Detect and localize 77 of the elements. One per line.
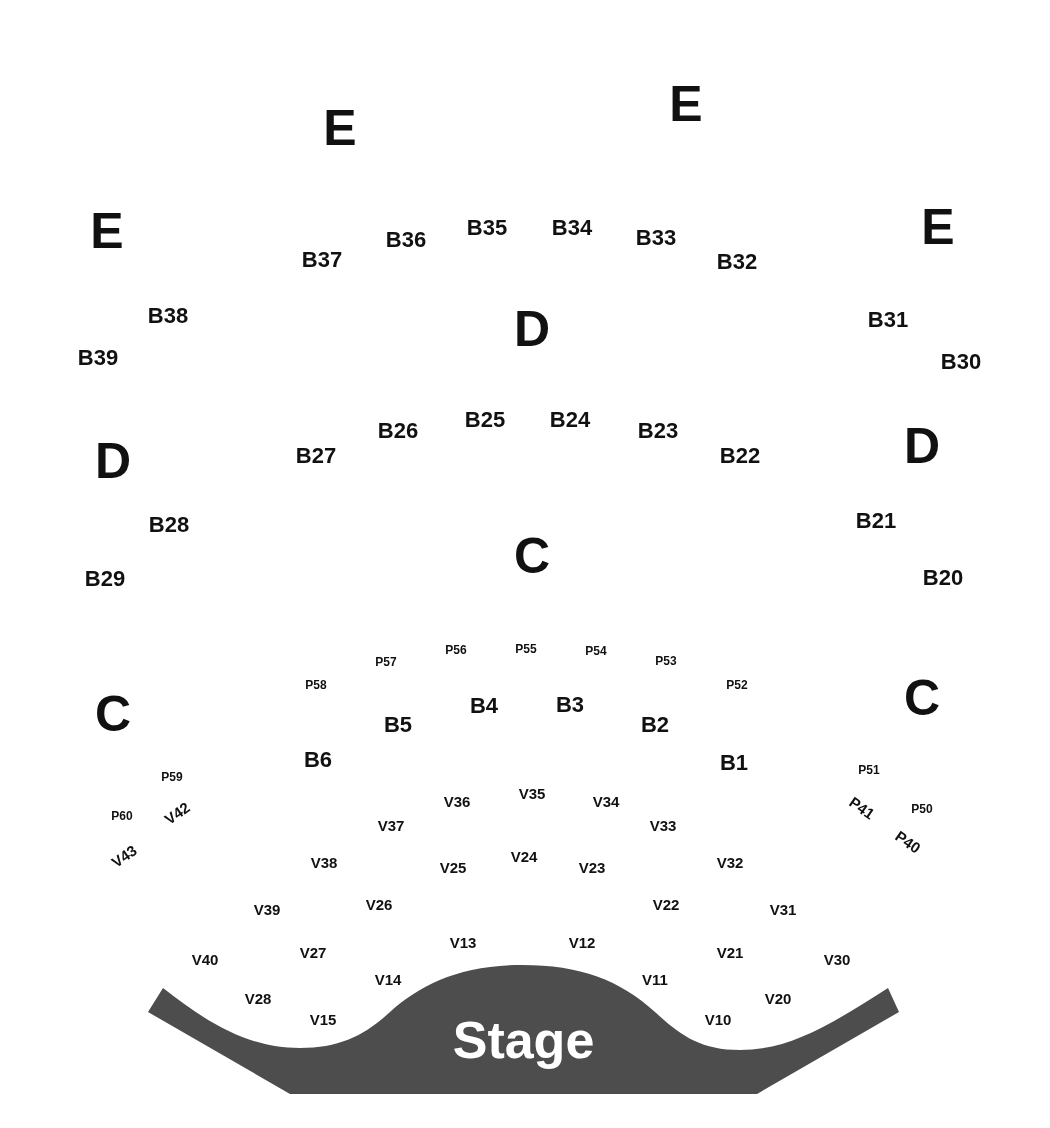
block-label: B38 [147,305,189,327]
block-label: P50 [911,803,933,815]
block-label: B1 [719,752,749,774]
block-label: P40 [892,828,924,856]
section-label: C [94,689,132,739]
block-label: B27 [295,445,337,467]
block-label: V35 [518,785,546,801]
block-label: V32 [716,854,744,870]
block-label: P54 [585,645,607,657]
block-label: V13 [449,934,477,950]
block-label: P41 [846,794,878,822]
block-label: V25 [439,859,467,875]
block-label: P56 [445,644,467,656]
block-label: V30 [823,951,851,967]
block-label: B37 [301,249,343,271]
block-label: V20 [764,990,792,1006]
block-label: P51 [858,764,880,776]
block-label: P59 [161,771,183,783]
block-label: V14 [374,971,402,987]
block-label: B36 [385,229,427,251]
block-label: B31 [867,309,909,331]
block-label: B21 [855,510,897,532]
block-label: B20 [922,567,964,589]
block-label: B29 [84,568,126,590]
block-label: B4 [469,695,499,717]
block-label: V12 [568,934,596,950]
block-label: V11 [642,971,668,987]
block-label: P52 [726,679,748,691]
block-label: B2 [640,714,670,736]
block-label: B5 [383,714,413,736]
block-label: B34 [551,217,593,239]
block-label: V21 [716,944,744,960]
block-label: B32 [716,251,758,273]
section-label: E [669,79,703,129]
section-label: D [513,304,551,354]
block-label: P57 [375,656,397,668]
section-label: E [90,206,124,256]
block-label: V27 [299,944,327,960]
block-label: V28 [244,990,272,1006]
block-label: V42 [161,799,193,827]
section-label: D [903,421,941,471]
block-label: B26 [377,420,419,442]
section-label: C [513,531,551,581]
block-label: P55 [515,643,537,655]
section-label: E [323,103,357,153]
block-label: V26 [365,896,393,912]
block-label: P60 [111,810,133,822]
block-label: V23 [578,859,606,875]
block-label: B3 [555,694,585,716]
block-label: V37 [377,817,405,833]
block-label: B25 [464,409,506,431]
block-label: V22 [652,896,680,912]
block-label: V36 [443,793,471,809]
block-label: V24 [510,848,538,864]
block-label: B39 [77,347,119,369]
block-label: V38 [310,854,338,870]
block-label: B6 [303,749,333,771]
block-label: V40 [191,951,219,967]
section-label: D [94,436,132,486]
block-label: B23 [637,420,679,442]
section-label: C [903,673,941,723]
block-label: V33 [649,817,677,833]
block-label: B35 [466,217,508,239]
block-label: V34 [592,793,620,809]
block-label: B22 [719,445,761,467]
block-label: V43 [108,842,140,870]
block-label: V10 [704,1011,732,1027]
section-label: E [921,202,955,252]
block-label: B33 [635,227,677,249]
block-label: P58 [305,679,327,691]
block-label: B28 [148,514,190,536]
block-label: P53 [655,655,677,667]
block-label: B24 [549,409,591,431]
block-label: V39 [253,901,281,917]
block-label: V31 [769,901,797,917]
block-label: V15 [309,1011,337,1027]
block-label: B30 [940,351,982,373]
